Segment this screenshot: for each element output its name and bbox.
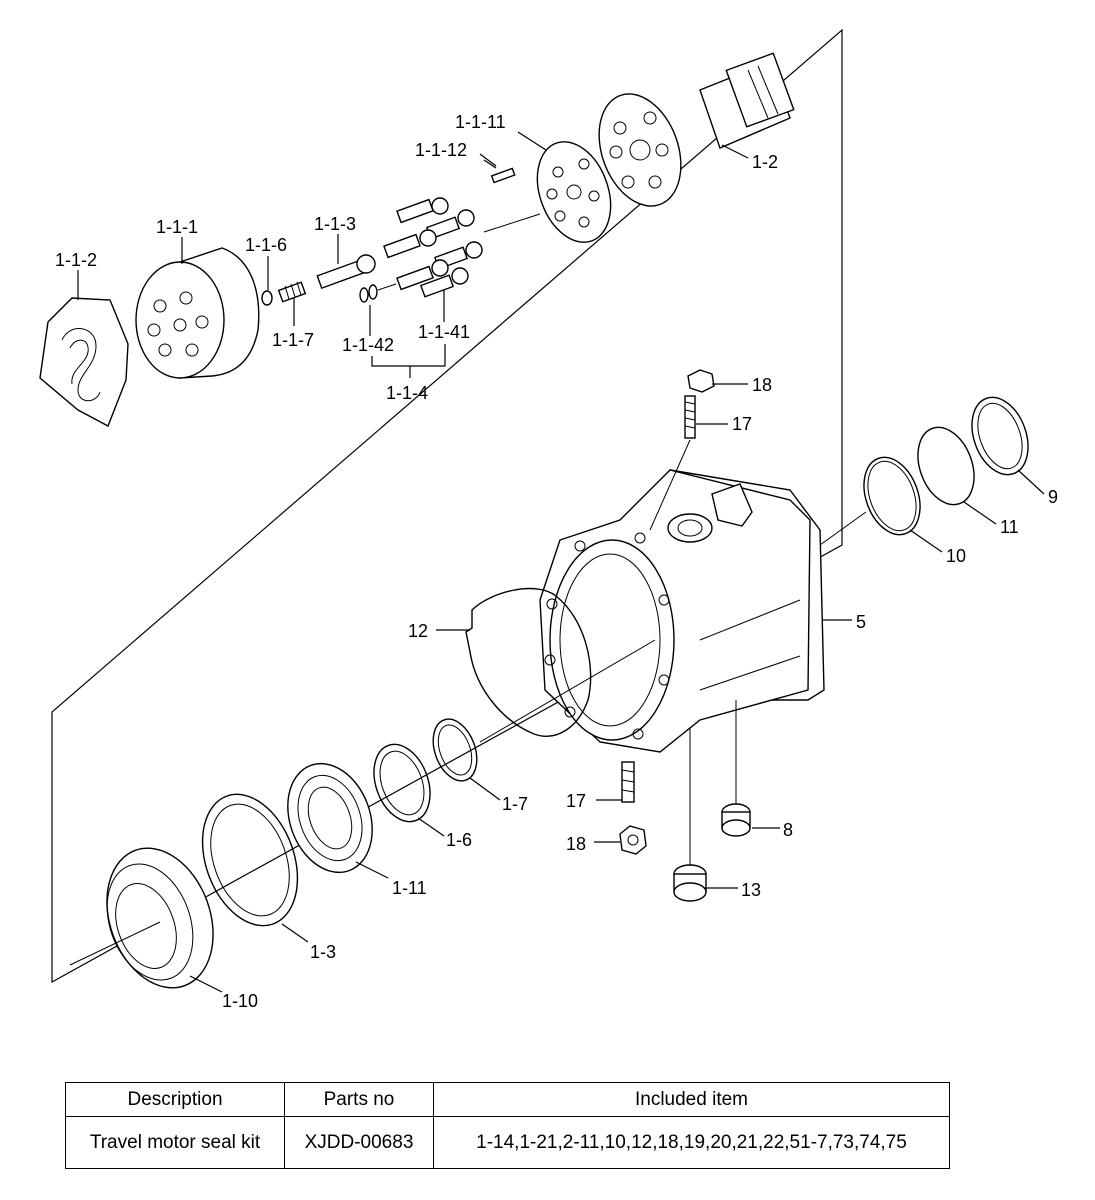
part-1-7-snap-ring (432, 718, 478, 782)
part-17-top-stud (649, 395, 696, 531)
seal-kit-table: Description Parts no Included item Trave… (65, 1082, 950, 1169)
label-1-10: 1-10 (222, 991, 258, 1011)
header-description: Description (65, 1082, 285, 1117)
part-1-1-3-piston (316, 254, 376, 289)
label-18-top: 18 (752, 375, 772, 395)
part-1-10-bearing (106, 847, 214, 989)
part-9-snap-ring (971, 396, 1029, 476)
table-row: Travel motor seal kit XJDD-00683 1-14,1-… (65, 1116, 950, 1169)
label-10: 10 (946, 546, 966, 566)
cell-parts-no: XJDD-00683 (284, 1116, 434, 1169)
part-1-1-11-plate (536, 141, 612, 243)
part-12-gasket (465, 587, 592, 737)
label-18-bottom: 18 (566, 834, 586, 854)
label-1-2: 1-2 (752, 152, 778, 172)
label-17-bottom: 17 (566, 791, 586, 811)
label-1-1-2: 1-1-2 (55, 250, 97, 270)
part-10-ring (863, 456, 921, 536)
label-1-1-1: 1-1-1 (156, 217, 198, 237)
label-1-1-4: 1-1-4 (386, 383, 428, 403)
leader-rings-axis (819, 511, 867, 546)
part-11-ring (917, 426, 975, 506)
part-17-bottom-stud (621, 761, 635, 803)
subassembly-boundary (51, 28, 843, 984)
part-8-plug (721, 700, 751, 837)
label-13: 13 (741, 880, 761, 900)
label-1-1-42: 1-1-42 (342, 335, 394, 355)
cell-description: Travel motor seal kit (65, 1116, 285, 1169)
label-9: 9 (1048, 487, 1058, 507)
label-1-1-12: 1-1-12 (415, 140, 467, 160)
part-1-2-shaft (598, 52, 795, 207)
part-1-11-bearing (287, 762, 373, 874)
part-5-housing (539, 469, 825, 753)
label-1-7: 1-7 (502, 794, 528, 814)
label-8: 8 (783, 820, 793, 840)
label-12: 12 (408, 621, 428, 641)
label-1-1-41: 1-1-41 (418, 322, 470, 342)
part-1-1-1-cylinder-block (135, 247, 260, 379)
label-1-3: 1-3 (310, 942, 336, 962)
label-5: 5 (856, 612, 866, 632)
part-1-1-2-swash-plate (39, 297, 129, 427)
label-1-1-3: 1-1-3 (314, 214, 356, 234)
header-included-item: Included item (433, 1082, 950, 1117)
part-13-plug (673, 728, 707, 902)
label-17-top: 17 (732, 414, 752, 434)
label-1-1-6: 1-1-6 (245, 235, 287, 255)
leader-lower-axis (69, 921, 161, 966)
part-pistons (383, 197, 483, 298)
label-1-1-11: 1-1-11 (455, 112, 506, 132)
part-18-top-bolt-head (687, 369, 715, 393)
part-1-1-42-orings (359, 283, 397, 303)
cell-included-item: 1-14,1-21,2-11,10,12,18,19,20,21,22,51-7… (433, 1116, 950, 1169)
part-1-1-6-washer (261, 290, 273, 306)
part-1-1-7-spring (277, 281, 307, 303)
part-18-bottom-nut (619, 825, 647, 855)
header-parts-no: Parts no (284, 1082, 434, 1117)
label-1-6: 1-6 (446, 830, 472, 850)
leader-pistons-plate (483, 213, 541, 233)
exploded-parts-diagram: 1-1-11 1-1-12 1-2 1-1-1 1-1-3 1-1-6 1-1-… (39, 28, 1058, 1011)
label-1-11: 1-11 (392, 878, 427, 898)
label-1-1-7: 1-1-7 (272, 330, 314, 350)
table-header-row: Description Parts no Included item (65, 1082, 950, 1117)
leader-housing-axis (479, 639, 656, 743)
part-1-3-ring (201, 793, 299, 927)
part-1-6-ring (373, 743, 431, 823)
label-11: 11 (1000, 517, 1019, 537)
part-1-1-12-screw (483, 159, 516, 184)
